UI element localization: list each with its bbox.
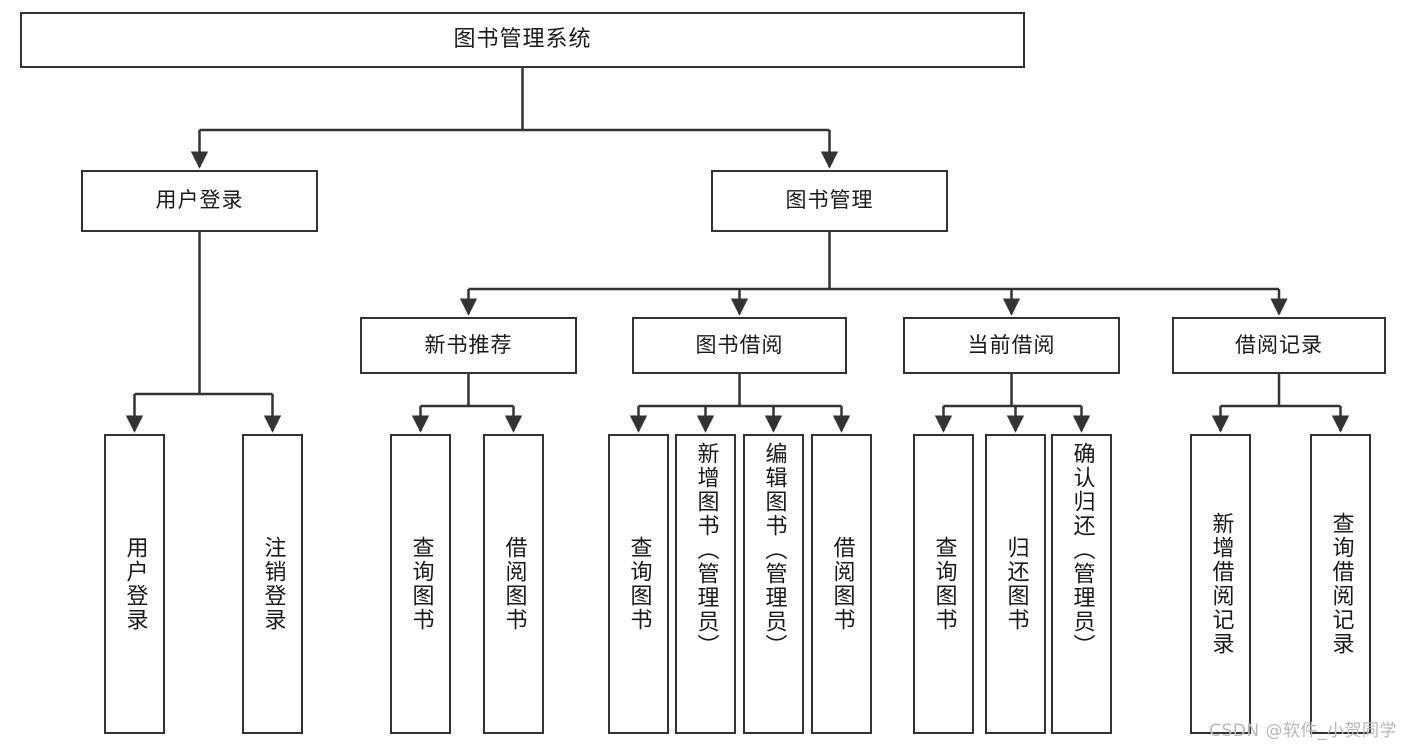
node-label: 归还图书 [1003,536,1029,632]
node-label: 借阅记录 [1235,332,1323,357]
node-leaf-return-book[interactable]: 归还图书 [985,434,1046,734]
node-label: 新书推荐 [424,332,513,357]
node-leaf-add-record[interactable]: 新增借阅记录 [1190,434,1251,734]
node-label: 用户登录 [122,536,148,632]
node-leaf-query-record[interactable]: 查询借阅记录 [1310,434,1371,734]
node-leaf-user-login[interactable]: 用户登录 [104,434,165,734]
node-current-borrow[interactable]: 当前借阅 [903,317,1120,374]
node-label: 查询借阅记录 [1328,512,1354,656]
node-leaf-add-book[interactable]: 新增图书（管理员） [675,434,736,734]
node-book-management[interactable]: 图书管理 [711,170,948,232]
node-label: 借阅图书 [501,536,527,632]
watermark: CSDN @软件_小贺同学 [1209,721,1397,741]
node-label: 用户登录 [155,188,244,213]
node-label: 查询图书 [626,536,652,632]
node-root[interactable]: 图书管理系统 [20,12,1025,68]
node-label: 图书管理 [785,188,874,213]
node-book-borrow[interactable]: 图书借阅 [632,317,847,374]
node-label: 借阅图书 [829,536,855,632]
node-borrow-record[interactable]: 借阅记录 [1172,317,1386,374]
node-user-login[interactable]: 用户登录 [81,170,318,232]
node-leaf-borrow-book-b[interactable]: 借阅图书 [811,434,872,734]
node-leaf-confirm-return[interactable]: 确认归还（管理员） [1051,434,1112,734]
node-label: 新增借阅记录 [1208,512,1234,656]
node-leaf-logout[interactable]: 注销登录 [242,434,303,734]
node-label: 图书借阅 [695,332,784,357]
node-new-book-recommend[interactable]: 新书推荐 [360,317,577,374]
node-label: 注销登录 [260,536,286,632]
node-leaf-borrow-book-a[interactable]: 借阅图书 [483,434,544,734]
node-label: 新增图书（管理员） [693,442,719,658]
node-leaf-query-book-b[interactable]: 查询图书 [608,434,669,734]
node-leaf-query-book-a[interactable]: 查询图书 [390,434,451,734]
node-label: 确认归还（管理员） [1069,442,1095,658]
node-leaf-edit-book[interactable]: 编辑图书（管理员） [743,434,804,734]
node-label: 图书管理系统 [453,26,592,52]
node-leaf-query-book-c[interactable]: 查询图书 [913,434,974,734]
node-label: 查询图书 [931,536,957,632]
node-label: 查询图书 [408,536,434,632]
node-label: 当前借阅 [967,332,1056,357]
node-label: 编辑图书（管理员） [761,442,787,658]
